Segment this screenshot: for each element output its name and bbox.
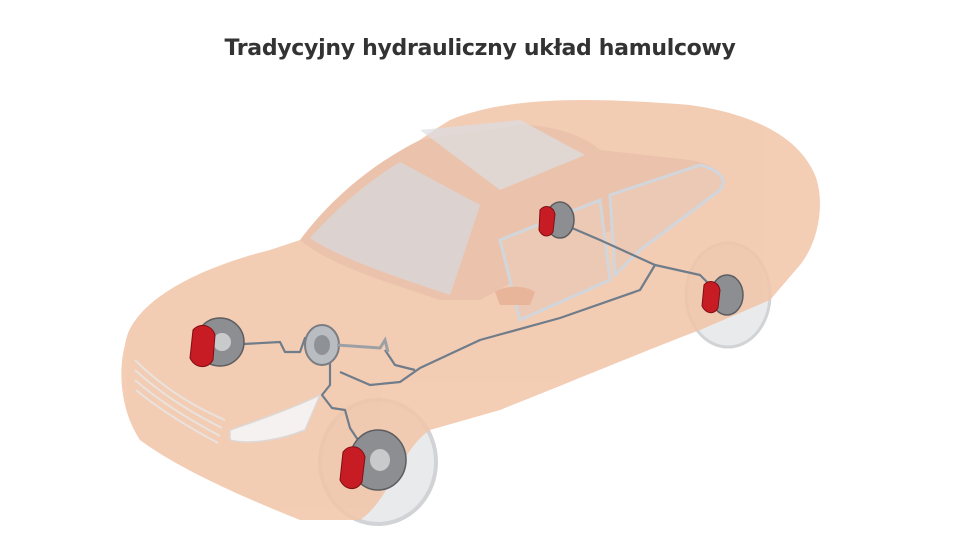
car-body [121, 100, 821, 520]
diagram-title: Tradycyjny hydrauliczny układ hamulcowy [224, 36, 736, 61]
rear-right-brake [701, 274, 744, 316]
front-right-brake [339, 429, 407, 491]
master-cylinder [304, 324, 390, 366]
brake-lines [224, 223, 716, 456]
front-left-brake [189, 317, 245, 367]
rear-left-brake [538, 201, 575, 239]
